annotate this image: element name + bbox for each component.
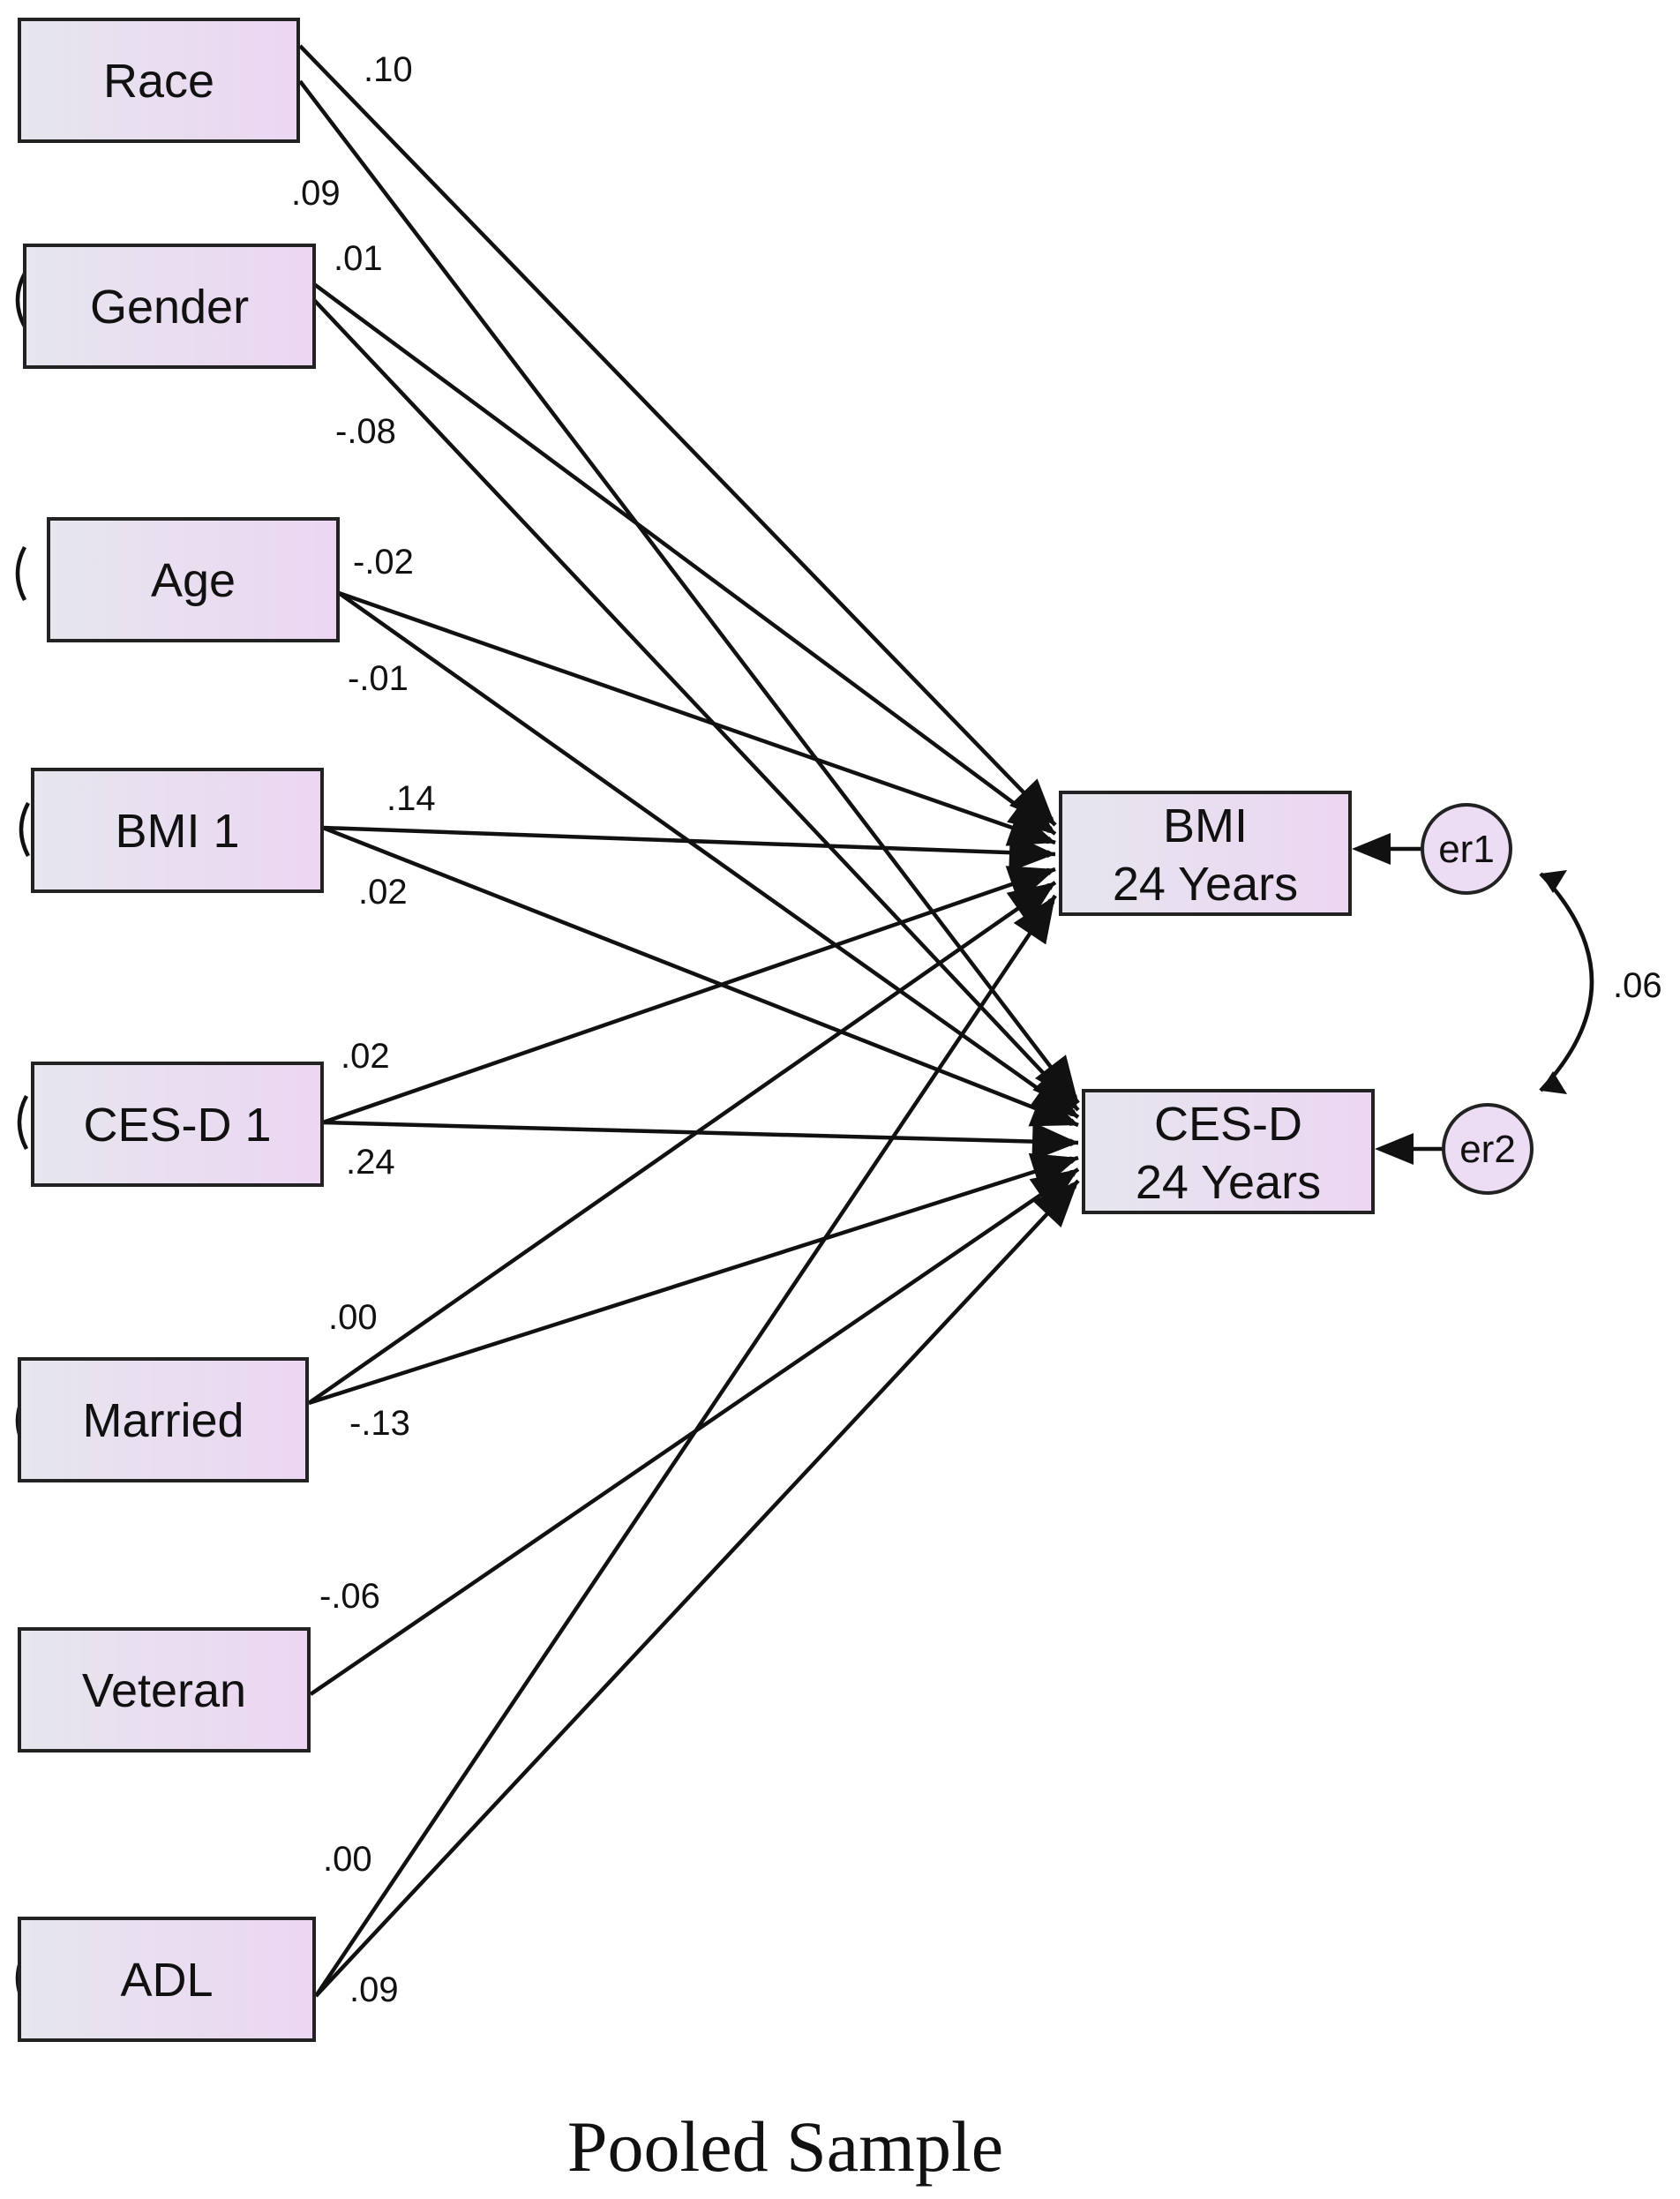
error-label: er1 [1438,828,1495,871]
predictor-label: CES-D 1 [83,1099,271,1152]
coef-race-to-bmi24: .10 [364,50,413,89]
error-circle [1442,1103,1534,1195]
path-cesd1-to-bmi24 [322,867,1056,1125]
predictor-box [18,1627,311,1752]
predictor-node-veteran: Veteran [18,1627,311,1752]
coef-married-to-bmi24: .00 [328,1298,378,1337]
coef-cesd1-to-bmi24: .02 [341,1037,390,1076]
path-adl-to-bmi24 [314,894,1057,1998]
coef-adl-to-bmi24: .00 [323,1840,372,1879]
coef-married-to-cesd24: -.13 [349,1404,410,1443]
coef-cesd1-to-cesd24: .24 [346,1143,395,1182]
predictor-label: Veteran [82,1664,246,1717]
arrowhead-adl-to-bmi24 [1013,896,1055,945]
path-cesd1-to-cesd24 [322,1120,1079,1147]
outcome-node-cesd24: CES-D24 Years [1082,1089,1375,1214]
path-race-to-cesd24 [298,79,1080,1105]
predictor-box [18,18,300,143]
predictor-label: BMI 1 [115,805,239,858]
path-age-to-bmi24 [338,590,1056,845]
outcome-node-bmi24: BMI 24 Years [1059,791,1352,916]
path-married-to-cesd24 [308,1155,1079,1406]
predictor-node-cesd1: CES-D 1 [31,1062,324,1187]
path-adl-to-cesd24 [314,1179,1080,1998]
paths-layer [15,44,1444,2007]
path-married-to-bmi24 [307,881,1057,1405]
error-arrowhead-er1 [1352,833,1391,865]
arrowhead-bmi1-to-bmi24 [1009,833,1055,873]
path-age-to-cesd24 [337,591,1080,1119]
covariance-arrowhead-bottom [1541,1071,1567,1094]
predictor-node-race: Race [18,18,300,143]
predictor-label: Race [103,55,214,108]
coef-adl-to-cesd24: .09 [349,1970,399,2009]
predictor-label: Gender [90,281,249,334]
arrowhead-age-to-bmi24 [1005,809,1055,846]
error-arrowhead-er2 [1375,1133,1414,1165]
error-covariance-arc [1539,872,1594,1092]
left-edge-stub [15,272,27,328]
outcome-box [1082,1089,1375,1214]
covariance-arrowhead-top [1541,870,1567,893]
arrowhead-veteran-to-cesd24 [1029,1169,1078,1212]
coef-bmi1-to-bmi24: .14 [386,779,436,818]
coef-age-to-bmi24: -.02 [353,543,414,582]
outcome-label-line1: CES-D [1154,1098,1302,1151]
arrowhead-married-to-bmi24 [1006,882,1055,925]
outcome-label-line1: BMI [1163,799,1248,852]
path-gender-to-cesd24 [312,298,1080,1112]
arrowhead-adl-to-cesd24 [1032,1181,1078,1228]
coef-bmi1-to-cesd24: .02 [358,873,408,912]
left-edge-stub [15,545,27,602]
coef-age-to-cesd24: -.01 [348,659,409,698]
path-gender-to-bmi24 [312,282,1057,836]
predictor-node-adl: ADL [18,1917,316,2042]
error-circle [1421,803,1512,895]
predictor-box [23,244,316,369]
error-term-er1: er1 [1421,803,1512,895]
outcome-box [1059,791,1352,916]
left-edge-stub [17,1094,29,1151]
error-label: er2 [1459,1128,1516,1171]
predictor-box [18,1917,316,2042]
error-term-er2: er2 [1442,1103,1534,1195]
predictor-node-bmi1: BMI 1 [31,768,324,893]
figure-caption: Pooled Sample [567,2106,1003,2187]
predictor-label: Married [82,1394,244,1447]
outcome-label-line2: 24 Years [1136,1156,1321,1209]
coef-gender-to-bmi24: .01 [334,239,383,278]
covariance-coefficient: .06 [1613,966,1662,1005]
path-race-to-bmi24 [298,44,1057,827]
predictor-box [18,1357,309,1482]
left-edge-stub [19,801,31,858]
predictor-node-age: Age [47,517,340,642]
coef-gender-to-cesd24: -.08 [335,412,396,451]
predictor-box [31,768,324,893]
path-bmi1-to-bmi24 [322,825,1056,859]
predictor-box [31,1062,324,1187]
predictor-label: ADL [120,1954,213,2007]
predictor-box [47,517,340,642]
predictor-node-married: Married [18,1357,309,1482]
predictor-label: Age [151,554,236,607]
outcome-label-line2: 24 Years [1113,858,1298,911]
predictor-node-gender: Gender [23,244,316,369]
arrowhead-cesd1-to-cesd24 [1031,1122,1078,1161]
path-bmi1-to-cesd24 [322,825,1079,1128]
arrowhead-bmi1-to-cesd24 [1028,1090,1078,1127]
coefficients-layer: .10 .09 .01 -.08 -.02 -.01 .14 .02 .02 .24 .00 -.13… [291,50,436,2009]
coef-race-to-cesd24: .09 [291,174,341,213]
coef-veteran-to-cesd24: -.06 [319,1577,380,1616]
